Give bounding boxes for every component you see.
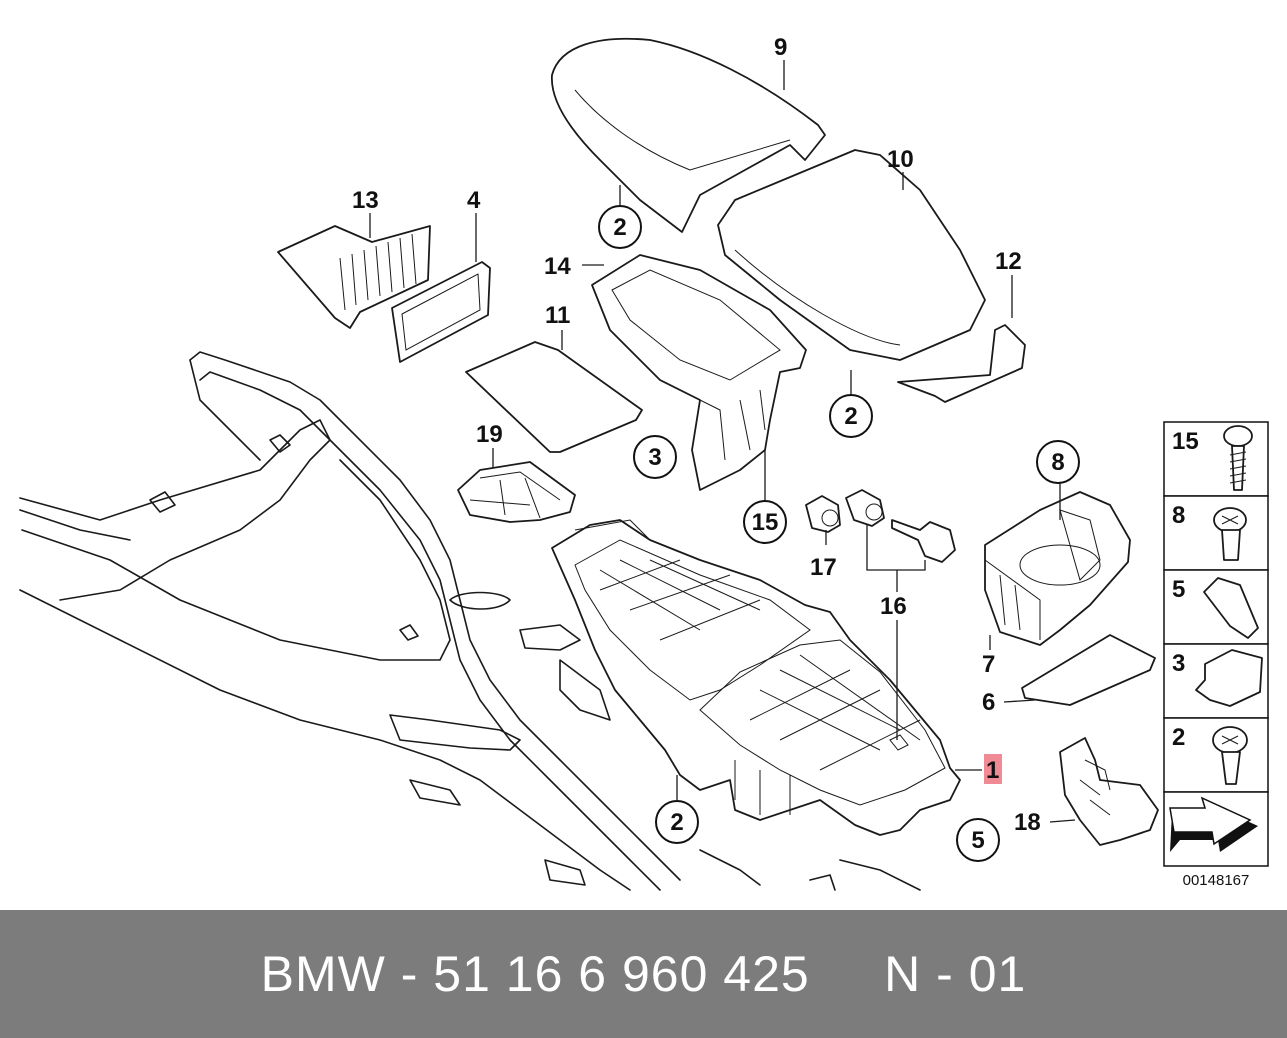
circled-label-3: 3 <box>648 444 661 471</box>
label-part-17: 17 <box>810 554 837 581</box>
screw-2-icon <box>1212 726 1248 785</box>
circled-label-5: 5 <box>971 827 984 854</box>
part-19-hinge <box>457 461 576 523</box>
part-7-cup-holder <box>984 491 1131 646</box>
label-part-14: 14 <box>544 253 571 280</box>
part-6-rubber-mat <box>1021 634 1156 706</box>
screw-8-icon <box>1213 507 1247 561</box>
label-part-9: 9 <box>774 34 787 61</box>
label-part-16: 16 <box>880 593 907 620</box>
part-labels: 9 10 12 13 4 14 11 19 17 16 7 6 18 1 <box>352 34 1041 836</box>
drawing-number: 00148167 <box>1183 872 1250 889</box>
screw-15-icon <box>1223 425 1253 491</box>
circled-label-2a: 2 <box>613 214 626 241</box>
label-part-11: 11 <box>545 302 570 329</box>
part-number-caption: BMW - 51 16 6 960 425 N - 01 <box>260 946 1027 1002</box>
circled-label-8: 8 <box>1051 449 1064 476</box>
legend-row-5: 5 <box>1172 576 1185 603</box>
label-part-10: 10 <box>887 146 914 173</box>
part-17-lock-cylinder <box>805 495 841 533</box>
console-frame-outline <box>19 351 921 891</box>
label-part-7: 7 <box>982 651 995 678</box>
part-11-cover-plate <box>465 341 643 453</box>
label-part-4: 4 <box>467 187 481 214</box>
arrow-icon <box>1169 796 1258 852</box>
parts-diagram: 9 10 12 13 4 14 11 19 17 16 7 6 18 1 2 2… <box>19 34 1269 891</box>
legend-row-2: 2 <box>1172 724 1185 751</box>
part-13-clip-bracket <box>277 225 431 329</box>
fastener-legend-table: 15 8 5 3 2 <box>1163 421 1269 889</box>
label-part-6: 6 <box>982 689 995 716</box>
legend-row-8: 8 <box>1172 502 1185 529</box>
legend-row-3: 3 <box>1172 650 1185 677</box>
part-9-armrest-lid <box>551 37 826 233</box>
label-part-13: 13 <box>352 187 379 214</box>
circled-label-2c: 2 <box>670 809 683 836</box>
part-1-center-console <box>551 519 961 836</box>
label-part-1: 1 <box>986 757 999 784</box>
circled-label-2b: 2 <box>844 403 857 430</box>
footer-bar: BMW - 51 16 6 960 425 N - 01 <box>0 910 1287 1038</box>
label-part-18: 18 <box>1014 809 1041 836</box>
leader-lines <box>369 60 1076 823</box>
cap-3-icon <box>1195 649 1263 707</box>
circled-label-15: 15 <box>752 509 779 536</box>
circled-labels: 2 2 2 3 15 8 5 <box>598 205 1080 862</box>
clip-5-icon <box>1203 577 1259 639</box>
part-10-armrest-pad <box>717 149 986 361</box>
part-4-frame <box>391 261 491 363</box>
part-18-switch <box>1059 737 1159 846</box>
label-part-19: 19 <box>476 421 503 448</box>
part-14-storage-tray <box>591 254 807 491</box>
part-12-trim-strip <box>897 324 1026 403</box>
highlight-part-1 <box>984 754 1002 784</box>
legend-row-15: 15 <box>1172 428 1199 455</box>
part-16-lock-with-key <box>845 489 956 563</box>
label-part-12: 12 <box>995 248 1022 275</box>
